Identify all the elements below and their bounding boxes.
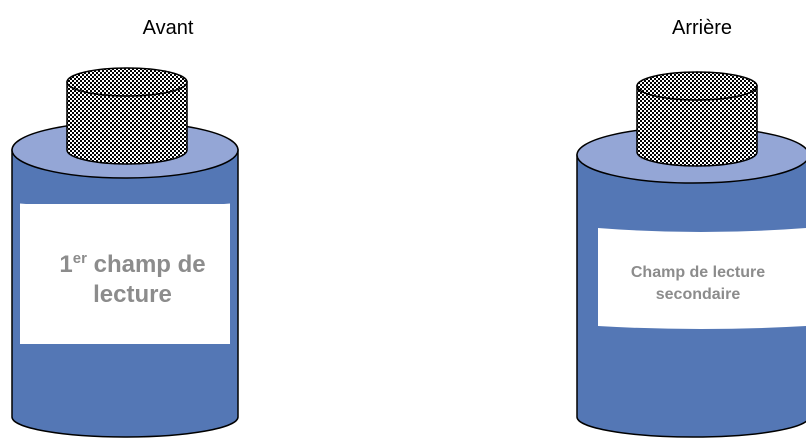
front-jar-cap [66,81,188,165]
front-jar [11,67,239,438]
front-label-line1: champ de [86,251,206,278]
back-label-line1: Champ de lecture [630,264,766,281]
front-jar-label-band [20,204,230,344]
front-label-sup: er [72,250,87,267]
front-view-title: Avant [142,17,194,39]
back-reading-field-label: Champ de lecture secondaire [598,262,798,306]
front-label-line2: lecture [93,281,172,308]
back-jar-cap [636,85,758,167]
back-jar-cap-top [636,71,758,101]
back-view-title: Arrière [671,17,732,39]
back-jar-label-band [598,228,806,329]
back-jar [576,71,806,438]
back-label-line2: secondaire [655,286,741,303]
front-reading-field-label: 1er champ de lecture [20,250,245,310]
front-label-prefix: 1 [59,251,73,278]
front-jar-cap-top [66,67,188,97]
